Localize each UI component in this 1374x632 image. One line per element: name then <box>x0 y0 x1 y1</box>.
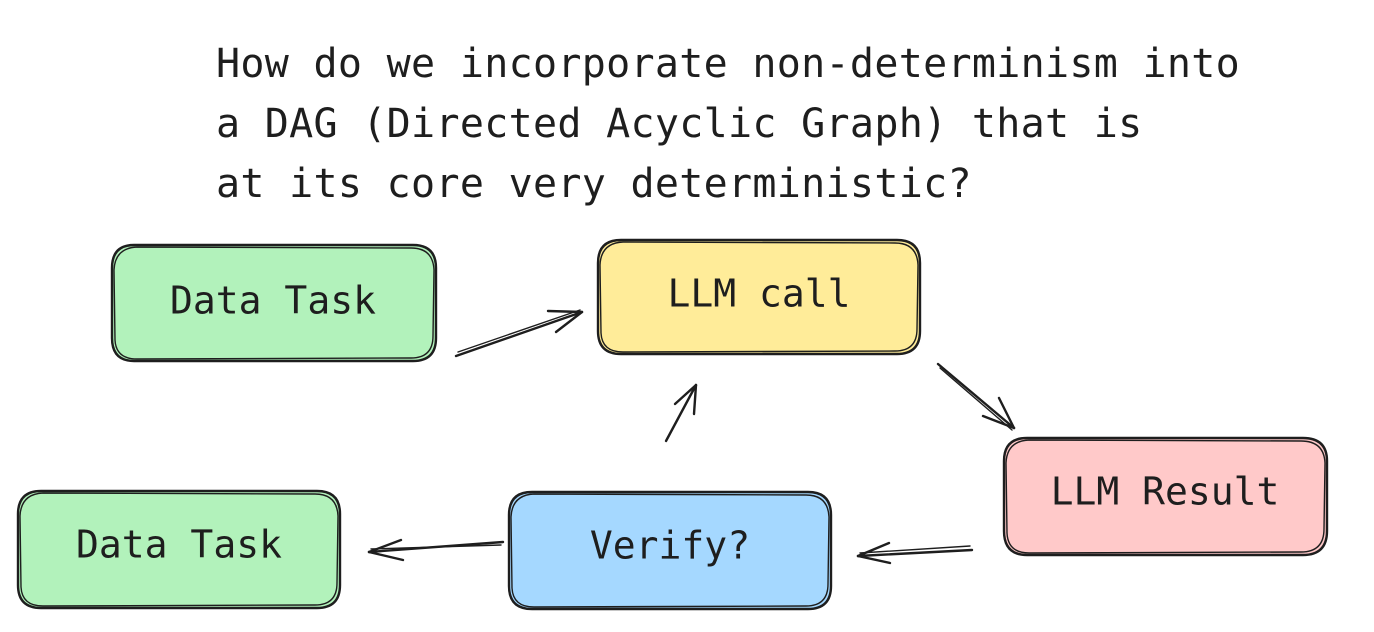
node-data-task-bottom-box <box>18 491 340 608</box>
node-llm-result-label: LLM Result <box>1051 470 1280 514</box>
node-llm-result[interactable]: LLM Result <box>1002 436 1329 557</box>
node-verify-outline-2 <box>510 493 830 608</box>
question-line-2: a DAG (Directed Acyclic Graph) that is <box>216 101 1143 147</box>
question-line-1: How do we incorporate non-determinism in… <box>216 41 1241 87</box>
node-verify-label: Verify? <box>590 524 750 568</box>
node-llm-call-label: LLM call <box>667 272 850 316</box>
node-llm-call[interactable]: LLM call <box>596 238 922 356</box>
question-line-3: at its core very deterministic? <box>216 161 972 207</box>
node-data-task-bottom-label: Data Task <box>76 523 282 567</box>
arrow-data-task-to-llm-call <box>454 309 584 358</box>
node-data-task-top-outline <box>110 243 438 363</box>
node-data-task-top-box <box>112 245 436 361</box>
node-data-task-top-label: Data Task <box>170 279 376 323</box>
node-llm-call-outline-2 <box>599 241 919 353</box>
node-llm-result-outline <box>1002 436 1329 557</box>
arrow-verify-to-llm-call <box>664 383 698 443</box>
arrow-llm-call-to-llm-result <box>936 362 1016 431</box>
node-verify[interactable]: Verify? <box>507 490 833 611</box>
node-llm-call-box <box>598 240 920 354</box>
node-llm-result-box <box>1004 438 1327 555</box>
node-data-task-bottom-outline <box>16 489 342 610</box>
node-verify-outline <box>507 490 833 611</box>
node-verify-box <box>509 492 831 609</box>
node-data-task-bottom-outline-2 <box>19 492 339 607</box>
node-llm-result-outline-2 <box>1005 439 1326 554</box>
node-llm-call-outline <box>596 238 922 356</box>
node-data-task-top[interactable]: Data Task <box>110 243 438 363</box>
node-data-task-top-outline-2 <box>113 246 435 360</box>
arrow-verify-to-data-task <box>367 538 505 562</box>
node-data-task-bottom[interactable]: Data Task <box>16 489 342 610</box>
arrow-llm-result-to-verify <box>856 541 974 565</box>
question-text: How do we incorporate non-determinism in… <box>216 34 1366 214</box>
